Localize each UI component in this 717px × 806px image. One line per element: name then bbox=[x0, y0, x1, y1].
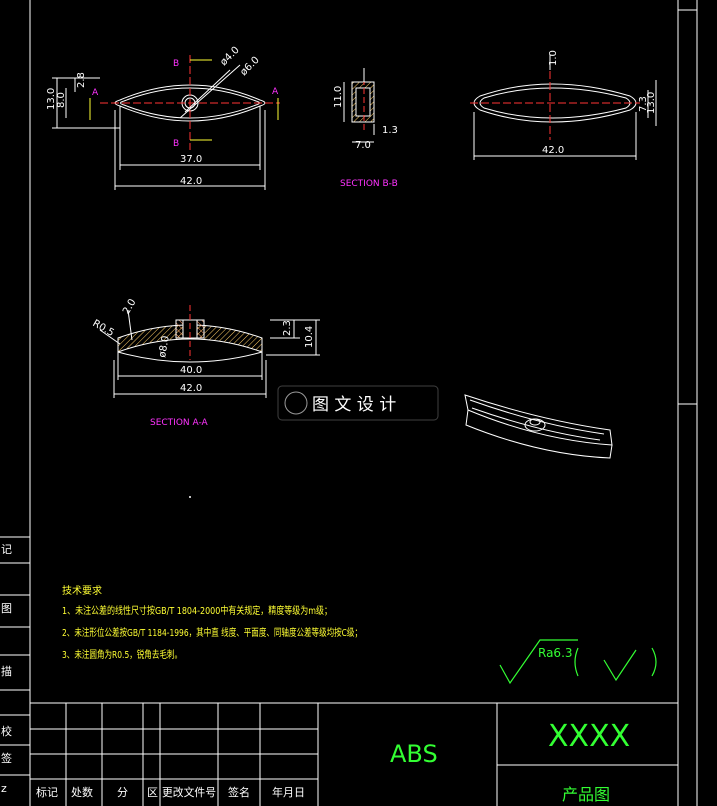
title-block bbox=[30, 702, 678, 806]
section-aa-label: SECTION A-A bbox=[150, 418, 209, 428]
dim-bb-7: 7.0 bbox=[355, 140, 371, 151]
dim-aa-2-3: 2.3 bbox=[282, 320, 293, 336]
tb-drawing-type: 产品图 bbox=[562, 785, 610, 804]
dim-bottom-1: 1.0 bbox=[548, 50, 559, 66]
dim-top-8: 8.0 bbox=[56, 92, 67, 108]
left-label-1: 记 bbox=[1, 543, 12, 556]
dim-top-42: 42.0 bbox=[180, 176, 202, 187]
tb-header-doc: 更改文件号 bbox=[162, 785, 216, 799]
tech-note-1: 1、未注公差的线性尺寸按GB/T 1804-2000中有关规定，精度等级为m级； bbox=[62, 604, 332, 617]
isometric-view bbox=[464, 394, 613, 459]
drawing-frame bbox=[0, 0, 698, 806]
marker-b-top: B bbox=[173, 59, 179, 69]
dim-aa-42: 42.0 bbox=[180, 383, 202, 394]
tb-header-count: 处数 bbox=[71, 786, 93, 799]
tech-note-2: 2、未注形位公差按GB/T 1184-1996，其中直 线度、平面度、同轴度公差… bbox=[62, 626, 362, 639]
tb-header-mark: 标记 bbox=[36, 785, 58, 799]
marker-a-right: A bbox=[272, 87, 279, 97]
section-aa-view bbox=[99, 305, 320, 398]
dim-top-37: 37.0 bbox=[180, 154, 202, 165]
tb-header-sign: 签名 bbox=[228, 785, 250, 799]
dim-top-d4: ø4.0 bbox=[218, 45, 241, 68]
section-bb-view bbox=[343, 68, 375, 143]
dim-aa-r0-5: R0.5 bbox=[91, 318, 116, 339]
tb-part-name: XXXX bbox=[548, 719, 630, 754]
dim-bb-1-3: 1.3 bbox=[382, 125, 398, 136]
dim-aa-8: ø8.0 bbox=[157, 335, 172, 359]
marker-b-bottom: B bbox=[173, 139, 179, 149]
marker-a-left: A bbox=[92, 88, 99, 98]
dim-aa-10-4: 10.4 bbox=[304, 326, 315, 348]
dim-bottom-42: 42.0 bbox=[542, 145, 564, 156]
roughness-symbol bbox=[499, 639, 657, 685]
dim-bb-11: 11.0 bbox=[333, 86, 344, 108]
left-label-2: 图 bbox=[1, 602, 12, 615]
tb-header-area: 区 bbox=[147, 786, 158, 799]
watermark-text: 图 文 设 计 bbox=[312, 395, 396, 415]
dim-top-13: 13.0 bbox=[46, 88, 57, 110]
bottom-view bbox=[470, 55, 657, 160]
left-label-3: 描 bbox=[1, 664, 12, 678]
dim-bottom-7-3: 7.3 bbox=[638, 96, 649, 112]
dim-bottom-13: 13.0 bbox=[646, 92, 657, 114]
dim-aa-40: 40.0 bbox=[180, 365, 202, 376]
top-view bbox=[52, 55, 280, 190]
dim-top-2-8: 2.8 bbox=[76, 72, 87, 88]
left-label-5: 签 bbox=[1, 751, 12, 765]
tb-material: ABS bbox=[390, 740, 438, 768]
dim-top-d6: ø6.0 bbox=[238, 55, 261, 78]
roughness-value: Ra6.3 bbox=[538, 646, 573, 660]
left-label-4: 校 bbox=[1, 724, 12, 738]
section-bb-label: SECTION B-B bbox=[340, 179, 398, 189]
tb-header-zone: 分 bbox=[117, 786, 128, 799]
tech-notes-title: 技术要求 bbox=[62, 584, 102, 597]
tb-header-date: 年月日 bbox=[272, 785, 305, 799]
watermark bbox=[277, 385, 439, 421]
tech-note-3: 3、未注圆角为R0.5，锐角去毛刺。 bbox=[62, 648, 182, 661]
left-label-6: z bbox=[1, 782, 7, 795]
dim-aa-2: 2.0 bbox=[121, 297, 138, 316]
